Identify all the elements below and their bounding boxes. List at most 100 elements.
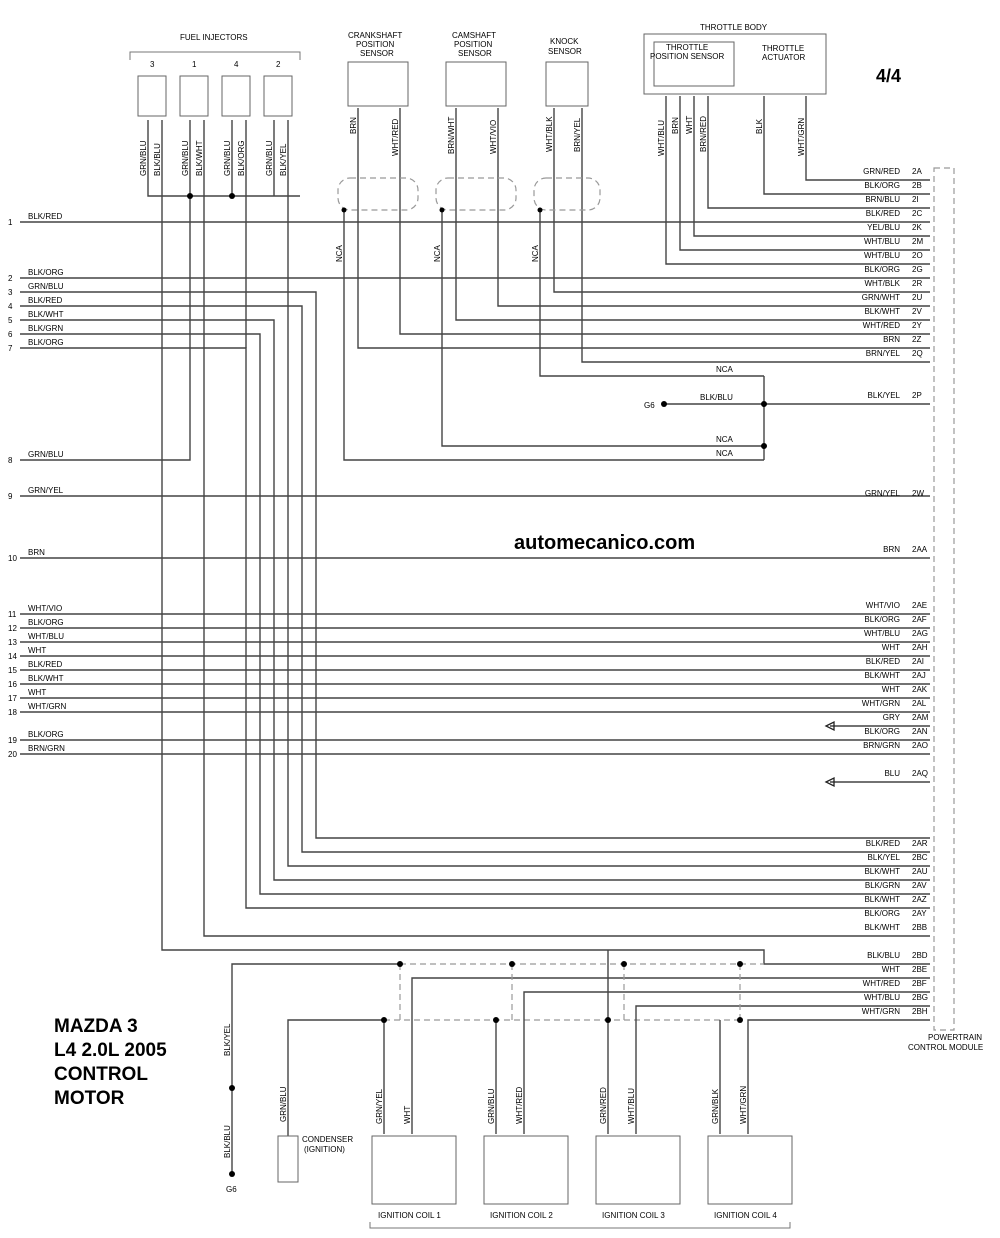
pcm-pin-number: 2AF xyxy=(912,615,927,624)
coil-label: IGNITION COIL 3 xyxy=(602,1211,665,1220)
knock-sensor-box xyxy=(545,61,589,107)
injector-3 xyxy=(137,75,167,117)
actuator-label-1: THROTTLE xyxy=(762,44,804,53)
wire-label: GRN/BLK xyxy=(711,1088,720,1124)
ground-wire-label: BLK/BLU xyxy=(700,393,733,402)
wire-label: BLK/RED xyxy=(28,296,62,305)
wire-label: BLK/ORG xyxy=(28,730,64,739)
ignition-coil-3-box xyxy=(595,1135,681,1205)
pcm-wire-label: BLK/WHT xyxy=(864,895,900,904)
pcm-pin-number: 2AK xyxy=(912,685,928,694)
pin-number: 5 xyxy=(8,316,13,325)
page-label: 4/4 xyxy=(876,66,901,86)
wire-label: GRN/BLU xyxy=(28,450,64,459)
fuel-injector-bracket xyxy=(129,51,301,60)
pcm-wire-label: BRN/BLU xyxy=(865,195,900,204)
pcm-pin-number: 2W xyxy=(912,489,924,498)
wire-label: WHT/VIO xyxy=(489,120,498,154)
cam-label-3: SENSOR xyxy=(458,49,492,58)
pcm-wire-label: GRN/YEL xyxy=(865,489,901,498)
watermark: automecanico.com xyxy=(514,532,695,554)
pcm-wire-label: YEL/BLU xyxy=(867,223,900,232)
pin-number: 1 xyxy=(8,218,13,227)
wire-label: GRN/BLU xyxy=(265,140,274,176)
nca-label: NCA xyxy=(433,244,442,262)
pin-number: 4 xyxy=(8,302,13,311)
pcm-wire-label: WHT/BLU xyxy=(864,629,900,638)
pcm-wire-label: BLK/BLU xyxy=(867,951,900,960)
wire-label: WHT xyxy=(28,646,46,655)
pcm-pin-number: 2BF xyxy=(912,979,927,988)
pin-number: 3 xyxy=(8,288,13,297)
wire-label: BLK/ORG xyxy=(28,338,64,347)
crankshaft-sensor-box xyxy=(347,61,409,107)
nca-label: NCA xyxy=(716,435,734,444)
wire-label: BLK/YEL xyxy=(279,143,288,176)
left-connector: 1 BLK/RED 2 BLK/ORG 3 GRN/BLU 4 BLK/RED … xyxy=(8,212,66,759)
condenser-label-2: (IGNITION) xyxy=(304,1145,345,1154)
wire-label: GRN/BLU xyxy=(139,140,148,176)
tps-label-1: THROTTLE xyxy=(666,43,708,52)
wire-label: BLK/WHT xyxy=(28,310,64,319)
title-line-4: MOTOR xyxy=(54,1088,125,1109)
injector-4 xyxy=(221,75,251,117)
pcm-pin-number: 2C xyxy=(912,209,922,218)
pcm-pin-number: 2O xyxy=(912,251,923,260)
wire-label: BLK/RED xyxy=(28,212,62,221)
pcm-pin-number: 2AI xyxy=(912,657,924,666)
knock-label-2: SENSOR xyxy=(548,47,582,56)
pin-number: 10 xyxy=(8,554,17,563)
wire-label: BRN xyxy=(671,117,680,134)
coil-label: IGNITION COIL 4 xyxy=(714,1211,777,1220)
pcm-wire-label: BLU xyxy=(884,769,900,778)
pcm-wire-label: WHT/BLU xyxy=(864,993,900,1002)
pin-number: 18 xyxy=(8,708,17,717)
pcm-pin-number: 2AN xyxy=(912,727,928,736)
pcm-pin-number: 2BE xyxy=(912,965,927,974)
pin-number: 8 xyxy=(8,456,13,465)
wire-label: BRN xyxy=(349,117,358,134)
wire-label: WHT/RED xyxy=(515,1086,524,1124)
pcm-pin-number: 2V xyxy=(912,307,922,316)
pcm-pin-number: 2AY xyxy=(912,909,927,918)
pcm-wire-label: WHT/VIO xyxy=(866,601,900,610)
pcm-pin-number: 2AU xyxy=(912,867,928,876)
wire-label: GRN/YEL xyxy=(28,486,64,495)
injector-1 xyxy=(179,75,209,117)
pcm-pin-number: 2AE xyxy=(912,601,927,610)
wire-label: BRN/YEL xyxy=(573,117,582,152)
pcm-pin-number: 2R xyxy=(912,279,922,288)
pcm-pin-number: 2AA xyxy=(912,545,928,554)
coil-label: IGNITION COIL 2 xyxy=(490,1211,553,1220)
pcm-wire-label: BLK/YEL xyxy=(868,853,901,862)
pcm-pin-number: 2BB xyxy=(912,923,927,932)
wire-label: BRN/RED xyxy=(699,116,708,152)
wire-label: GRN/BLU xyxy=(223,140,232,176)
title-line-3: CONTROL xyxy=(54,1064,148,1085)
condenser-label-1: CONDENSER xyxy=(302,1135,353,1144)
wire-label: GRN/YEL xyxy=(375,1088,384,1124)
pcm-pin-number: 2P xyxy=(912,391,922,400)
pin-number: 13 xyxy=(8,638,17,647)
pcm-wire-label: BLK/WHT xyxy=(864,867,900,876)
wire-label: WHT/RED xyxy=(391,118,400,156)
wire-label: BRN/WHT xyxy=(447,117,456,154)
pcm-pin-number: 2AH xyxy=(912,643,928,652)
wire-label: BLK/BLU xyxy=(153,143,162,176)
pcm-wire-label: BLK/GRN xyxy=(865,881,900,890)
actuator-label-2: ACTUATOR xyxy=(762,53,805,62)
pcm-wire-label: BLK/ORG xyxy=(864,265,900,274)
pcm-wire-label: WHT/RED xyxy=(863,321,901,330)
injector-num: 1 xyxy=(192,60,197,69)
pcm-wire-label: BLK/RED xyxy=(866,657,900,666)
crank-label-3: SENSOR xyxy=(360,49,394,58)
wire-label: GRN/RED xyxy=(599,1087,608,1124)
pcm-pin-number: 2AQ xyxy=(912,769,928,778)
pcm-pin-number: 2Z xyxy=(912,335,921,344)
camshaft-sensor-box xyxy=(445,61,507,107)
pin-number: 20 xyxy=(8,750,17,759)
title-line-1: MAZDA 3 xyxy=(54,1016,138,1037)
pcm-wire-label: GRN/WHT xyxy=(862,293,900,302)
crank-label-1: CRANKSHAFT xyxy=(348,31,402,40)
